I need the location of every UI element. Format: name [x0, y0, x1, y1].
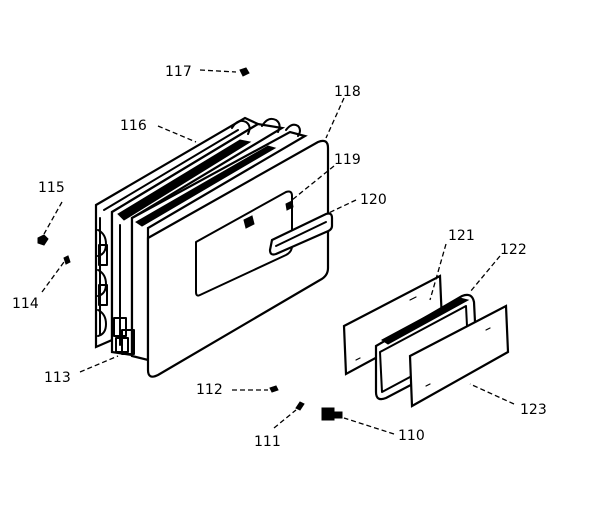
glass-panel-front [408, 304, 510, 408]
door-assembly [94, 116, 334, 378]
callout-labels: 117 116 118 119 120 115 114 113 121 122 … [12, 64, 547, 450]
screw-117 [239, 67, 250, 77]
callout-116: 116 [120, 118, 147, 134]
bushing-110 [321, 407, 343, 421]
callout-119: 119 [334, 152, 361, 168]
callout-110: 110 [398, 428, 425, 444]
door-outer-panel [146, 139, 330, 378]
screw-114 [63, 255, 71, 265]
glass-pack-assembly [342, 274, 510, 408]
callout-113: 113 [44, 370, 71, 386]
callout-122: 122 [500, 242, 527, 258]
callout-112: 112 [196, 382, 223, 398]
callout-111: 111 [254, 434, 281, 450]
screw-111 [295, 401, 305, 411]
callout-123: 123 [520, 402, 547, 418]
callout-121: 121 [448, 228, 475, 244]
callout-120: 120 [360, 192, 387, 208]
leader-lines [41, 69, 515, 435]
screw-112 [269, 385, 279, 393]
callout-114: 114 [12, 296, 39, 312]
door-handle [268, 212, 334, 256]
callout-118: 118 [334, 84, 361, 100]
hardware-parts [37, 67, 343, 421]
hinge-bracket [121, 329, 135, 355]
callout-115: 115 [38, 180, 65, 196]
door-inner-glass [130, 123, 308, 362]
clip-115 [37, 234, 49, 246]
callout-117: 117 [165, 64, 192, 80]
